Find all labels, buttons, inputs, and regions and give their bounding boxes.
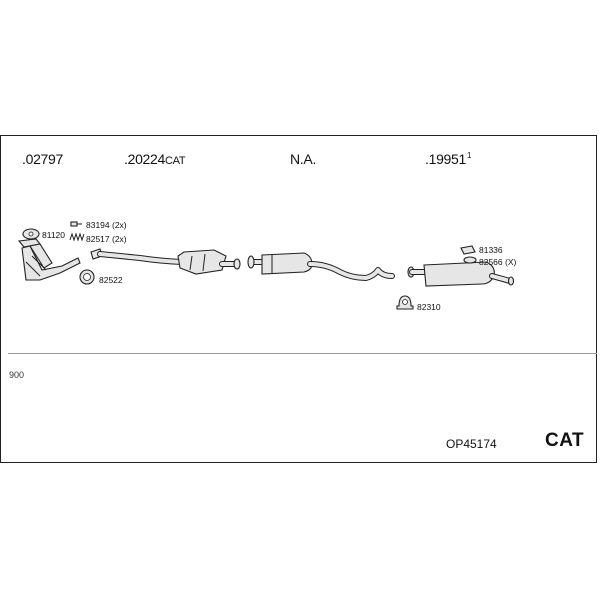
part-number-catalytic-converter: .20224CAT — [124, 151, 186, 167]
catalytic-converter-icon — [90, 248, 241, 275]
part-number-middle-silencer: N.A. — [290, 151, 317, 167]
rear-silencer-icon — [407, 261, 515, 287]
manifold-icon — [17, 238, 81, 281]
label-clamp-rear: 82566 (X) — [479, 257, 517, 267]
variant-code: 900 — [9, 370, 25, 380]
label-rubber-mount: 81336 — [479, 245, 503, 255]
middle-silencer-icon — [247, 252, 395, 281]
label-gasket: 81120 — [42, 230, 66, 240]
label-ring-gasket: 82522 — [99, 275, 123, 285]
clamp-icon — [396, 295, 414, 310]
part-number-rear-silencer: .199511 — [425, 151, 472, 167]
label-bolt: 83194 (2x) — [86, 220, 127, 230]
spring-icon — [69, 232, 85, 242]
label-spring: 82517 (2x) — [86, 234, 127, 244]
gasket-icon — [22, 228, 40, 240]
divider-line — [8, 353, 597, 354]
label-clamp-mid: 82310 — [417, 302, 441, 312]
set-number: OP45174 — [446, 437, 497, 451]
rubber-mount-icon — [460, 245, 477, 264]
bolt-icon — [70, 221, 82, 227]
part-number-front-pipe: .02797 — [22, 151, 64, 167]
ring-gasket-icon — [79, 269, 95, 285]
diagram-frame — [0, 135, 597, 463]
set-type: CAT — [545, 430, 585, 451]
